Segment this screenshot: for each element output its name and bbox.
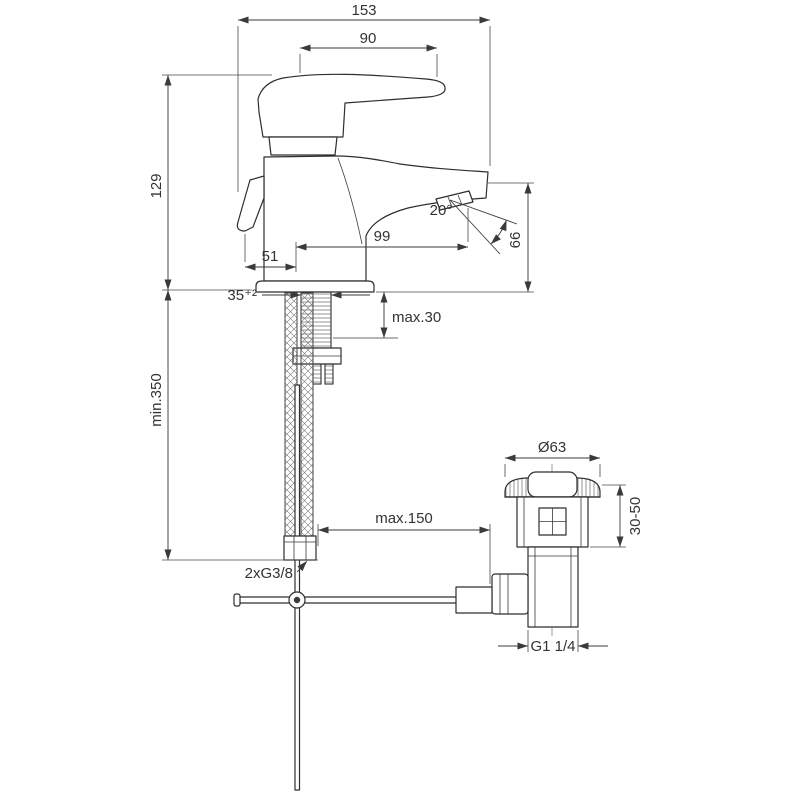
dim-label-max150: max.150: [375, 510, 433, 527]
dim-label-20deg: 20°: [430, 202, 453, 219]
spout-blend-line: [337, 157, 363, 245]
dimension-99: 99: [295, 208, 469, 272]
dimension-max30: max.30: [333, 292, 441, 339]
lever-handle: [257, 73, 446, 138]
dim-label-2xG38: 2xG3/8: [245, 565, 293, 582]
dim-label-51: 51: [262, 248, 279, 265]
dimension-90: 90: [299, 30, 438, 77]
dim-label-G114: G1 1/4: [530, 638, 575, 655]
mounting-stud-left: [312, 363, 322, 385]
pop-up-pull-rod: [294, 384, 301, 791]
dim-label-129: 129: [148, 173, 165, 198]
supply-hose-right: [300, 292, 314, 537]
dimension-153: 153: [237, 2, 491, 192]
hose-nut: [283, 535, 317, 561]
dim-label-max30: max.30: [392, 309, 441, 326]
side-lever: [236, 175, 265, 232]
aerator-outlet: [435, 190, 474, 211]
dimension-min350: min.350: [148, 290, 318, 561]
dim-label-153: 153: [351, 2, 376, 19]
pop-up-waste: [455, 464, 601, 638]
dimension-66: 66: [376, 182, 534, 293]
mounting-stud-right: [324, 363, 334, 385]
tee-nut: [491, 573, 529, 615]
cartridge-neck: [268, 136, 338, 156]
angle-annotation-20: 20°: [430, 199, 518, 255]
hose-nut-flats: [284, 536, 316, 560]
dim-label-d63: Ø63: [538, 439, 566, 456]
dimension-d63: Ø63: [504, 439, 601, 477]
rod-joint-pin: [293, 596, 301, 604]
waste-body-walls: [523, 497, 582, 547]
installation-parts: [233, 291, 461, 791]
dim-label-90: 90: [360, 30, 377, 47]
ball-rod-cylinder: [455, 586, 493, 614]
rod-end-cap: [233, 593, 241, 607]
dimension-35: 35⁺²: [227, 287, 370, 304]
dim-label-99: 99: [374, 228, 391, 245]
dim-label-30-50: 30-50: [627, 497, 644, 535]
dimension-G114: G1 1/4: [498, 630, 608, 655]
dimension-max150: max.150: [317, 510, 491, 584]
dim-label-35: 35⁺²: [227, 287, 257, 304]
dimension-30-50: 30-50: [590, 484, 644, 548]
dim-label-66: 66: [507, 232, 524, 249]
leader-2xG38: 2xG3/8: [245, 560, 308, 582]
waste-tailpipe: [527, 546, 579, 628]
aerator-hatch: [447, 194, 463, 208]
horizontal-linkage-rod: [237, 596, 461, 604]
faucet-body-and-spout: [263, 155, 489, 282]
dimension-51: 51: [244, 234, 296, 271]
waste-mechanism-cross: [539, 508, 566, 535]
tailpipe-walls: [528, 547, 578, 627]
dimension-129: 129: [148, 74, 272, 291]
waste-plug-cap: [527, 471, 578, 498]
dim-label-min350: min.350: [148, 373, 165, 426]
base-flange: [255, 280, 375, 293]
tee-nut-flats: [499, 574, 509, 614]
